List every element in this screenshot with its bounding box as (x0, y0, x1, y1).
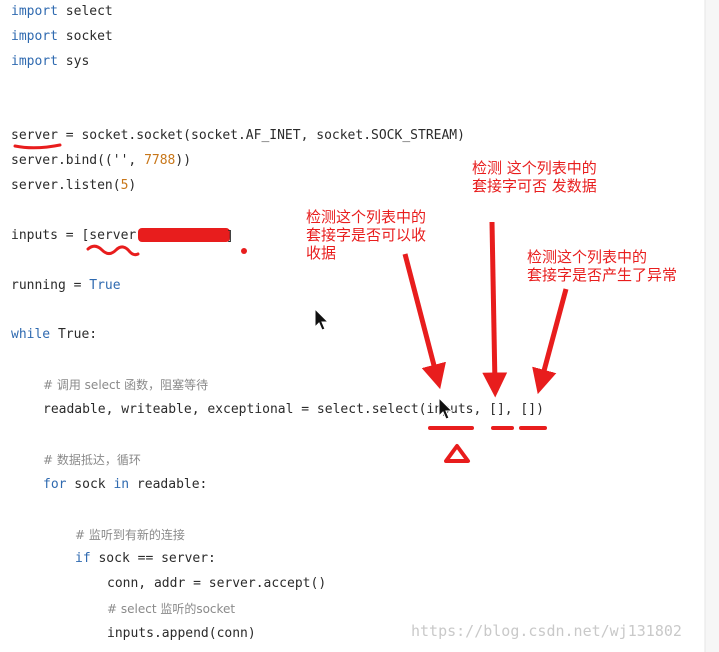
code-token: # 调用 select 函数，阻塞等待 (43, 378, 209, 392)
code-token: True (89, 278, 121, 293)
code-comment-select: # 调用 select 函数，阻塞等待 (43, 376, 208, 395)
code-token: 5 (120, 178, 129, 193)
code-line-for-loop: for sock in readable: (43, 476, 207, 494)
code-comment-new-connection: # 监听到有新的连接 (75, 526, 185, 545)
code-line-if-server: if sock == server: (75, 550, 216, 568)
code-token: socket (57, 29, 113, 44)
code-token: if (75, 551, 91, 566)
code-token: sock (66, 477, 114, 492)
code-line-while: while True: (11, 326, 97, 344)
server-underline (13, 143, 62, 150)
redaction-bar (138, 228, 230, 242)
arrow-read (402, 253, 446, 390)
code-token: 7788 (144, 153, 176, 168)
code-token: inputs = [server (11, 228, 137, 243)
code-token: sys (57, 54, 90, 69)
code-line-import-select: import select (11, 3, 113, 21)
code-line-inputs: inputs = [server (11, 227, 136, 245)
mouse-cursor-icon (438, 396, 454, 420)
arrow-except (532, 288, 569, 395)
code-line-running: running = True (11, 277, 121, 295)
page-border (705, 0, 719, 652)
code-line-server-listen: server.listen(5) (11, 177, 136, 195)
code-token: conn, addr = server.accept() (107, 576, 327, 591)
code-token: server.bind(('', (11, 153, 145, 168)
code-line-import-sys: import sys (11, 53, 89, 71)
inputs-closing-bracket: ] (226, 229, 234, 244)
annotation-read-check: 检测这个列表中的 套接字是否可以收 收据 (306, 208, 427, 262)
code-comment-select-socket: # select 监听的socket (107, 600, 235, 619)
code-token: ) (128, 178, 137, 193)
annotation-write-check: 检测 这个列表中的 套接字可否 发数据 (472, 159, 597, 195)
blog-watermark: https://blog.csdn.net/wj131802 (411, 622, 682, 640)
code-line-server-socket: server = socket.socket(socket.AF_INET, s… (11, 127, 465, 145)
code-token: readable: (129, 477, 208, 492)
code-line-server-bind: server.bind(('', 7788)) (11, 152, 191, 170)
code-line-import-socket: import socket (11, 28, 113, 46)
mouse-cursor-icon (314, 307, 330, 331)
code-line-append: inputs.append(conn) (107, 625, 256, 643)
code-token: server = socket.socket(socket.AF_INET, s… (11, 128, 465, 143)
code-token: True: (50, 327, 98, 342)
code-token: import (11, 29, 58, 44)
code-token: )) (175, 153, 192, 168)
code-token: inputs.append(conn) (107, 626, 256, 641)
code-token: server.listen( (11, 178, 121, 193)
red-dot (241, 248, 247, 254)
code-token: sock == server: (90, 551, 216, 566)
code-token: running = (11, 278, 90, 293)
code-token: # select 监听的socket (107, 602, 236, 616)
code-token: for (43, 477, 67, 492)
code-token: while (11, 327, 51, 342)
arrow-write (482, 221, 508, 398)
code-token: select (57, 4, 113, 19)
code-token: # 监听到有新的连接 (75, 528, 185, 542)
code-line-accept: conn, addr = server.accept() (107, 575, 326, 593)
code-token: import (11, 4, 58, 19)
triangle-marker (444, 444, 470, 463)
code-token: in (113, 477, 130, 492)
code-token: import (11, 54, 58, 69)
code-token: # 数据抵达，循环 (43, 453, 141, 467)
inputs-squiggle (86, 244, 140, 257)
annotation-exception-check: 检测这个列表中的 套接字是否产生了异常 (527, 248, 678, 284)
code-comment-data-arrive: # 数据抵达，循环 (43, 451, 141, 470)
